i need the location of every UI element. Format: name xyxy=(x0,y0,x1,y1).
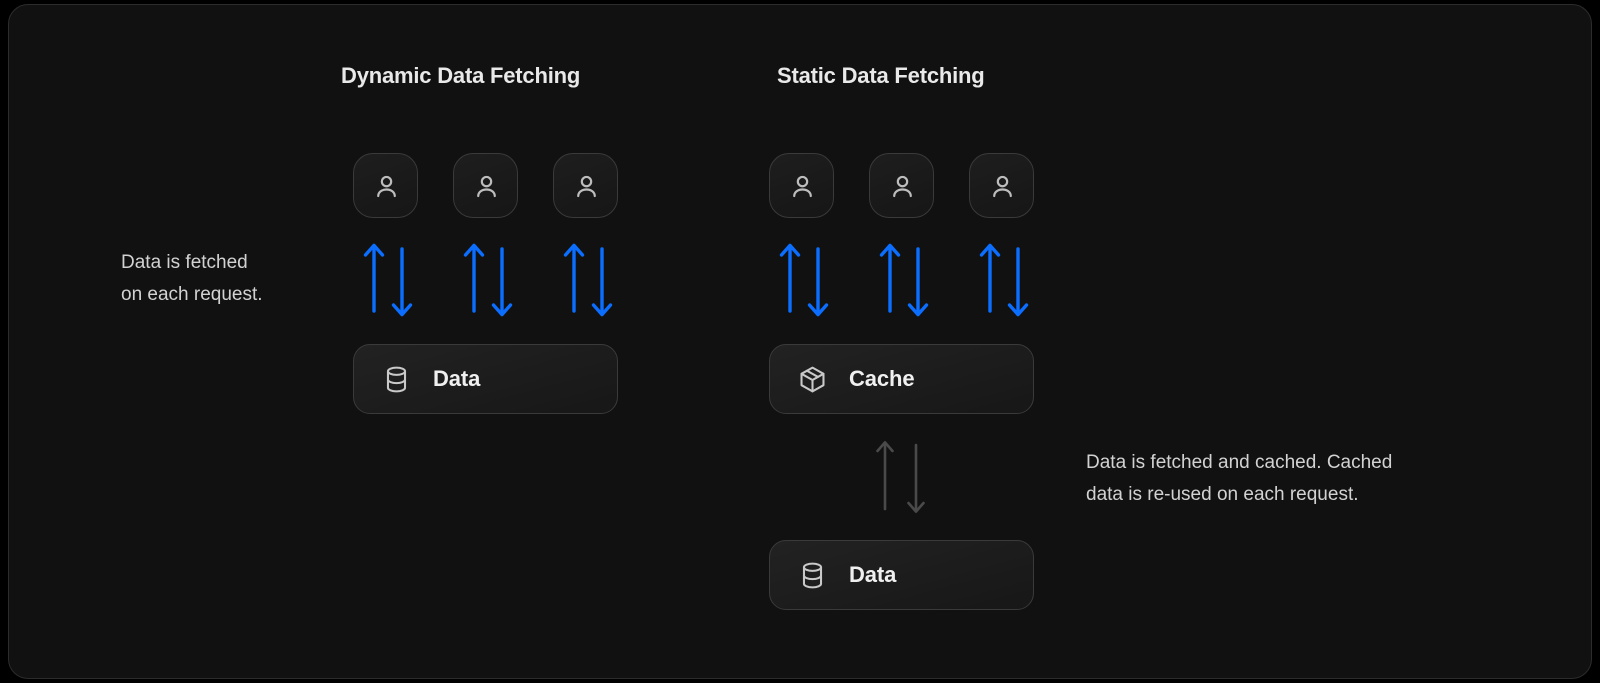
connection-arrows-bidirectional xyxy=(977,241,1031,324)
node-cache: Cache xyxy=(769,344,1034,414)
user-avatar xyxy=(869,153,934,218)
node-data-dynamic: Data xyxy=(353,344,618,414)
connection-arrows-bidirectional xyxy=(461,241,515,324)
connection-arrows-bidirectional xyxy=(877,241,931,324)
column-title-static: Static Data Fetching xyxy=(777,63,985,88)
user-avatar xyxy=(453,153,518,218)
connection-arrows-bidirectional xyxy=(561,241,615,324)
connection-arrows-bidirectional xyxy=(777,241,831,324)
caption-static: Data is fetched and cached. Cached data … xyxy=(1086,452,1393,505)
user-avatar xyxy=(969,153,1034,218)
caption-dynamic: Data is fetched on each request. xyxy=(121,252,263,305)
connection-arrows-cache-data xyxy=(871,437,931,522)
node-data-static: Data xyxy=(769,540,1034,610)
connection-arrows-bidirectional xyxy=(361,241,415,324)
database-icon xyxy=(797,560,828,591)
node-label: Data xyxy=(433,366,481,391)
node-label: Data xyxy=(849,562,897,587)
user-avatar xyxy=(769,153,834,218)
database-icon xyxy=(381,364,412,395)
node-label: Cache xyxy=(849,366,915,391)
user-avatar xyxy=(553,153,618,218)
user-avatar xyxy=(353,153,418,218)
package-icon xyxy=(797,364,828,395)
diagram-canvas: Dynamic Data Fetching Static Data Fetchi… xyxy=(8,4,1592,679)
column-title-dynamic: Dynamic Data Fetching xyxy=(341,63,581,88)
